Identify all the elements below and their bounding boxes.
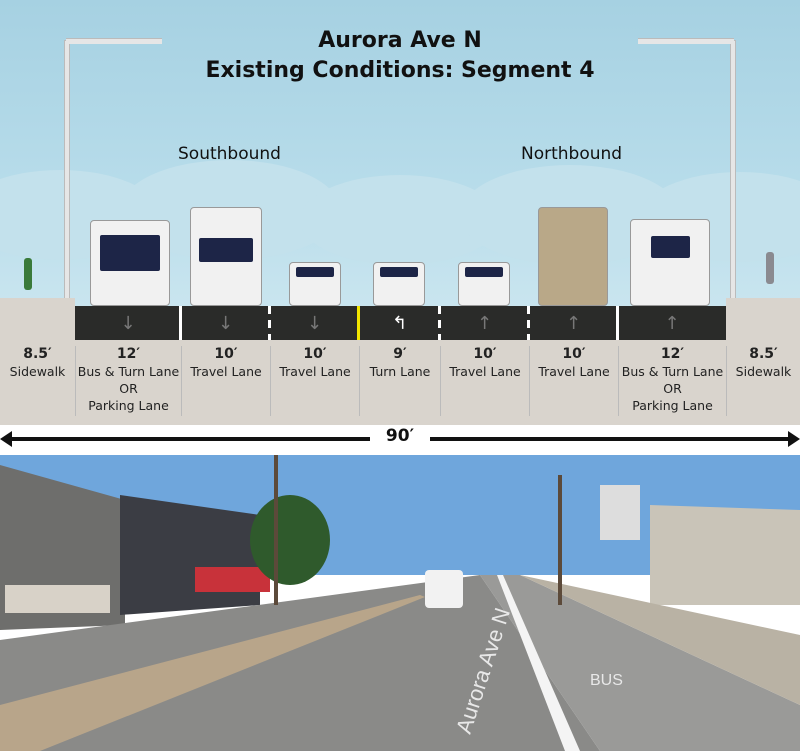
street-light-arm-right: [638, 38, 734, 44]
arrowhead-right-icon: [788, 431, 800, 447]
bus-icon: [630, 219, 710, 306]
bus-marking: BUS: [590, 672, 623, 689]
center-line: [357, 306, 360, 340]
car-icon: [289, 262, 341, 306]
bus-icon: [90, 220, 170, 306]
segment-label: 10′Travel Lane: [181, 346, 270, 416]
trees: [250, 495, 330, 585]
lane-line: [179, 306, 182, 340]
segment-label: 10′Travel Lane: [440, 346, 529, 416]
segment-label: 10′Travel Lane: [529, 346, 618, 416]
lane-line: [616, 306, 619, 340]
sign-board: [600, 485, 640, 540]
northbound-label: Northbound: [521, 144, 623, 164]
street-photo: Aurora Ave N BUS: [0, 455, 800, 751]
building-club: [120, 495, 260, 615]
diagram-title: Aurora Ave N Existing Conditions: Segmen…: [0, 26, 800, 86]
lane-line: [268, 306, 271, 340]
lane-line: [438, 306, 441, 340]
down-arrow-icon: ↓: [306, 312, 323, 334]
up-arrow-icon: ↑: [565, 312, 582, 334]
road-right: [480, 575, 800, 751]
title-line-1: Aurora Ave N: [318, 28, 482, 53]
pedestrian-icon: [24, 258, 32, 290]
up-arrow-icon: ↑: [476, 312, 493, 334]
lane-marking: [497, 575, 580, 751]
van: [425, 570, 463, 608]
label-band: [75, 340, 726, 425]
sidewalk-photo: [520, 575, 800, 705]
graffiti-wall: [5, 585, 110, 613]
car-icon: [458, 262, 510, 306]
segment-label: 9′Turn Lane: [359, 346, 440, 416]
street-light-right: [730, 40, 736, 305]
up-arrow-icon: ↑: [664, 312, 680, 334]
down-arrow-icon: ↓: [120, 312, 136, 334]
box-truck-icon: [190, 207, 262, 306]
median-strip: [0, 595, 425, 751]
street-light-left: [64, 40, 70, 305]
building-right: [650, 505, 800, 605]
street-light-arm-left: [66, 38, 162, 44]
awning: [195, 567, 270, 592]
southbound-label: Southbound: [178, 144, 281, 164]
segment-label: 10′Travel Lane: [270, 346, 359, 416]
car-icon: [373, 262, 425, 306]
arrowhead-left-icon: [0, 431, 12, 447]
total-width: 90′: [370, 426, 430, 446]
turn-left-arrow-icon: ↰: [391, 312, 408, 334]
lane-line: [527, 306, 530, 340]
sidewalk-left: [0, 298, 75, 425]
pedestrian-icon: [766, 252, 774, 284]
street-cross-section: Aurora Ave N Existing Conditions: Segmen…: [0, 0, 800, 447]
title-line-2: Existing Conditions: Segment 4: [205, 58, 595, 83]
box-truck-icon: [538, 207, 608, 306]
sidewalk-right: [726, 298, 800, 425]
segment-label: 8.5′Sidewalk: [726, 346, 800, 416]
segment-label: 8.5′Sidewalk: [9, 346, 66, 379]
down-arrow-icon: ↓: [217, 312, 234, 334]
